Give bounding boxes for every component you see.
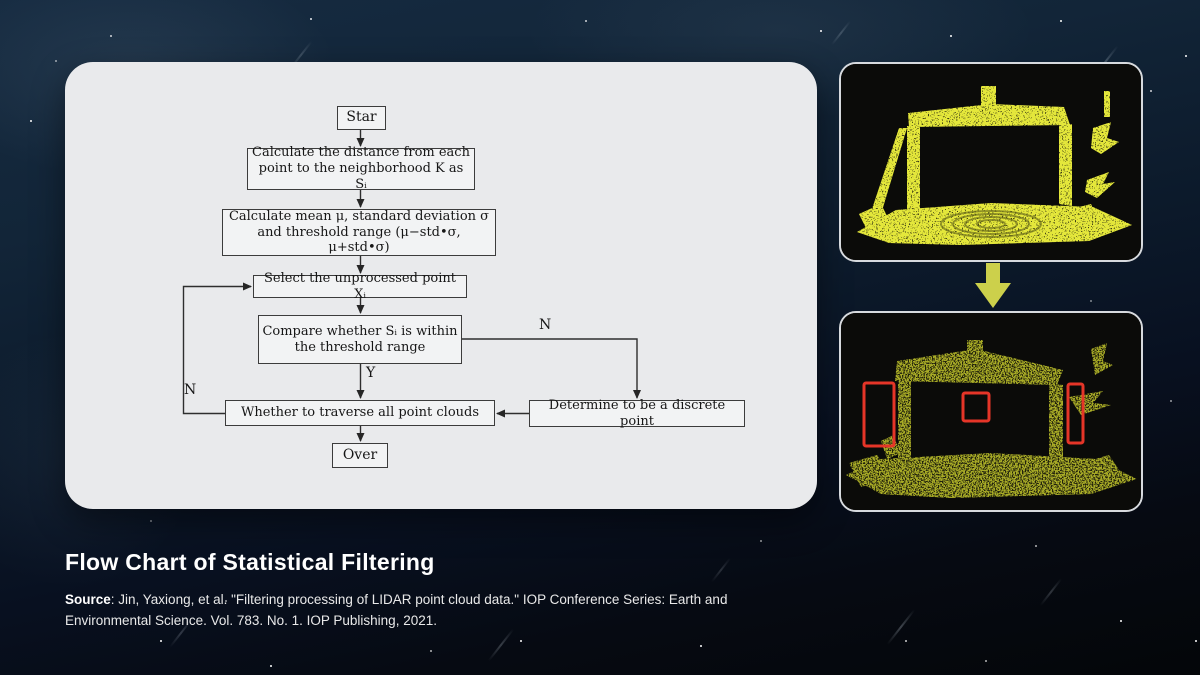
point-cloud-before-figure [839,62,1143,262]
flow-node-label: Calculate mean μ, standard deviation σ a… [228,208,490,256]
branch-label-no: N [184,382,197,398]
branch-label-no: N [539,317,552,333]
background-streak [830,20,852,46]
outlier-highlight-boxes [862,381,1085,448]
flow-node-calc-stats: Calculate mean μ, standard deviation σ a… [222,209,496,256]
flow-node-calc-distance: Calculate the distance from each point t… [247,145,475,192]
flowchart-panel: Star Calculate the distance from each po… [65,62,817,509]
page-title: Flow Chart of Statistical Filtering [65,549,435,575]
flow-node-traverse-all: Whether to traverse all point clouds [225,400,495,426]
background-streak [487,628,515,662]
background-stars [0,0,2,2]
flow-node-compare-threshold: Compare whether Sᵢ is within the thresho… [258,315,462,364]
background-streak [710,557,732,583]
point-cloud-after-figure [839,311,1143,512]
flow-node-discrete-point: Determine to be a discrete point [529,397,745,429]
flow-node-label: Determine to be a discrete point [548,397,726,429]
flow-node-label: Over [342,446,378,463]
branch-label-yes: Y [366,365,376,381]
point-cloud-before-image [841,64,1141,260]
flow-node-label: Compare whether Sᵢ is within the thresho… [262,323,458,355]
source-citation: Source: Jin, Yaxiong, et al. "Filtering … [65,590,783,632]
point-cloud-after-image [841,313,1141,510]
flow-node-select-point: Select the unprocessed point Xᵢ [253,271,467,302]
background-streak [886,609,916,645]
flow-node-end: Over [332,443,388,468]
flow-node-label: Select the unprocessed point Xᵢ [264,270,456,302]
arrow-down-icon [974,263,1012,308]
background-streak [1039,577,1063,607]
source-label: Source [65,592,111,607]
flowchart-connectors [182,130,641,442]
flow-node-start: Star [337,106,386,130]
source-text: : Jin, Yaxiong, et al. "Filtering proces… [65,592,728,628]
flow-node-label: Star [346,109,377,126]
flow-node-label: Whether to traverse all point clouds [240,405,480,421]
flow-node-label: Calculate the distance from each point t… [252,145,470,192]
